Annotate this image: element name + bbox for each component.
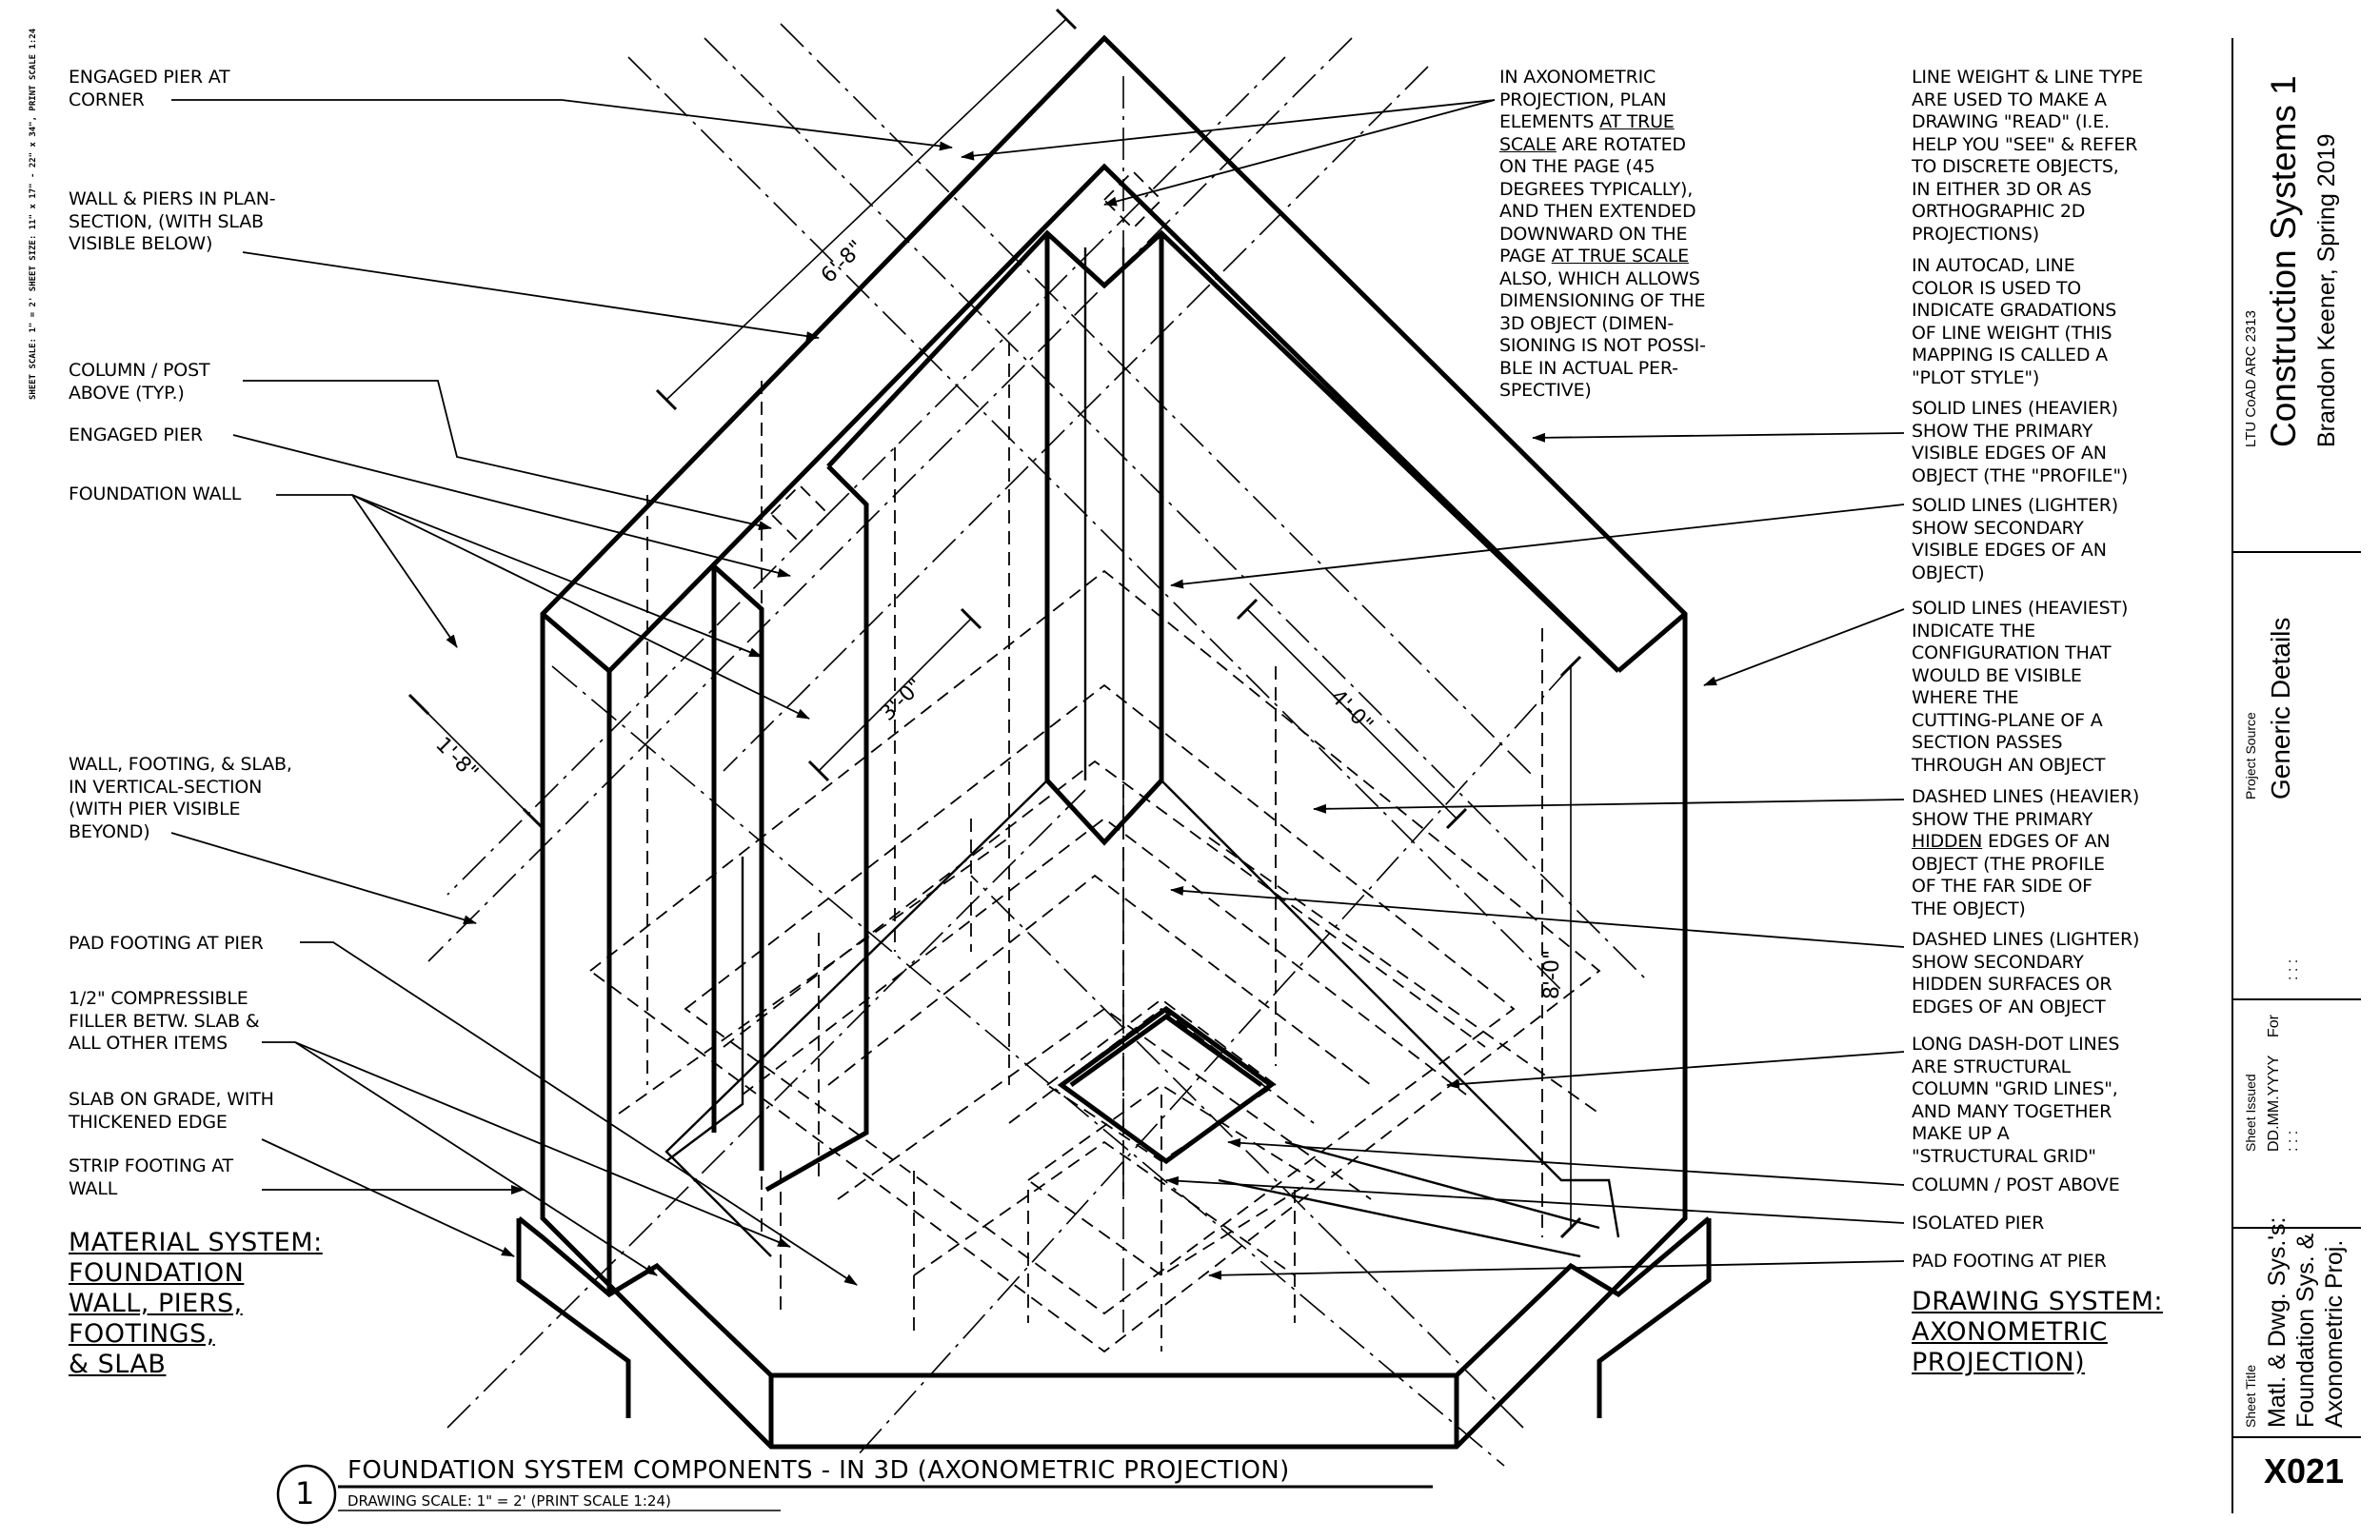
foundation-profile [516,34,1712,1450]
drawing-system-title: DRAWING SYSTEM: AXONOMETRIC PROJECTION) [1912,1287,2164,1377]
label-column-post-above-right: COLUMN / POST ABOVE [1912,1175,2120,1195]
label-pad-footing-pier: PAD FOOTING AT PIER [69,933,264,954]
drawing-number: 1 [295,1475,315,1511]
drawing-scale: DRAWING SCALE: 1" = 2' (PRINT SCALE 1:24… [347,1492,671,1510]
secondary-edges [664,247,1620,1258]
issued-blank-1: : : : [2285,1130,2301,1152]
hidden-lines [588,169,1601,1353]
label-dashed-lighter: DASHED LINES (LIGHTER) SHOW SECONDARY HI… [1912,929,2140,1017]
sheet-title-3: Axonometric Proj. [2321,1239,2348,1428]
label-dash-dot: LONG DASH-DOT LINES ARE STRUCTURAL COLUM… [1912,1034,2120,1167]
issued-for: For [2266,1015,2282,1037]
leader-lines [170,99,1905,1286]
label-foundation-wall: FOUNDATION WALL [69,484,242,504]
material-system-title: MATERIAL SYSTEM: FOUNDATION WALL, PIERS,… [69,1228,323,1379]
label-line-weight: LINE WEIGHT & LINE TYPE ARE USED TO MAKE… [1912,67,2143,245]
project-source-label: Project Source [2243,712,2258,800]
label-wall-footing-slab: WALL, FOOTING, & SLAB, IN VERTICAL-SECTI… [69,754,292,842]
label-engaged-pier-corner: ENGAGED PIER AT CORNER [69,67,230,110]
sheet-number: X021 [2264,1451,2345,1491]
dimension-lines [407,8,1582,1239]
label-isolated-pier: ISOLATED PIER [1912,1213,2045,1234]
issued-date: DD.MM.YYYY [2266,1055,2282,1152]
label-strip-footing: STRIP FOOTING AT WALL [69,1155,233,1199]
label-pad-footing-right: PAD FOOTING AT PIER [1912,1251,2107,1272]
course-code: LTU CoAD ARC 2313 [2243,310,2259,447]
title-graphics [276,1464,1433,1525]
label-column-post-above: COLUMN / POST ABOVE (TYP.) [69,360,210,404]
dim-8-0: 8'-0" [1540,949,1564,999]
center-note: IN AXONOMETRIC PROJECTION, PLAN ELEMENTS… [1499,67,1706,401]
sheet-title-1: Matl. & Dwg. Sys.'s: [2264,1216,2291,1428]
sheet-title-2: Foundation Sys. & [2292,1233,2319,1428]
label-solid-heaviest: SOLID LINES (HEAVIEST) INDICATE THE CONF… [1912,598,2129,776]
label-wall-piers-plan: WALL & PIERS IN PLAN- SECTION, (WITH SLA… [69,188,276,254]
label-compressible-filler: 1/2" COMPRESSIBLE FILLER BETW. SLAB & AL… [69,988,260,1054]
label-solid-heavier: SOLID LINES (HEAVIER) SHOW THE PRIMARY V… [1912,398,2129,486]
drawing-title: FOUNDATION SYSTEM COMPONENTS - IN 3D (AX… [347,1456,1290,1485]
label-dashed-heavier: DASHED LINES (HEAVIER) SHOW THE PRIMARY … [1912,786,2140,919]
issued-blank-2: : : : [2285,958,2301,980]
label-slab-on-grade: SLAB ON GRADE, WITH THICKENED EDGE [69,1089,274,1133]
sheet-issued-label: Sheet Issued [2243,1074,2258,1152]
label-solid-lighter: SOLID LINES (LIGHTER) SHOW SECONDARY VIS… [1912,495,2119,583]
project-name: Construction Systems 1 [2264,75,2303,447]
label-autocad: IN AUTOCAD, LINE COLOR IS USED TO INDICA… [1912,255,2117,388]
sheet-title-label: Sheet Title [2243,1364,2258,1428]
author: Brandon Keener, Spring 2019 [2313,133,2340,447]
project-source: Generic Details [2266,617,2295,800]
label-engaged-pier: ENGAGED PIER [69,424,203,445]
title-block-frame [2231,38,2361,1513]
